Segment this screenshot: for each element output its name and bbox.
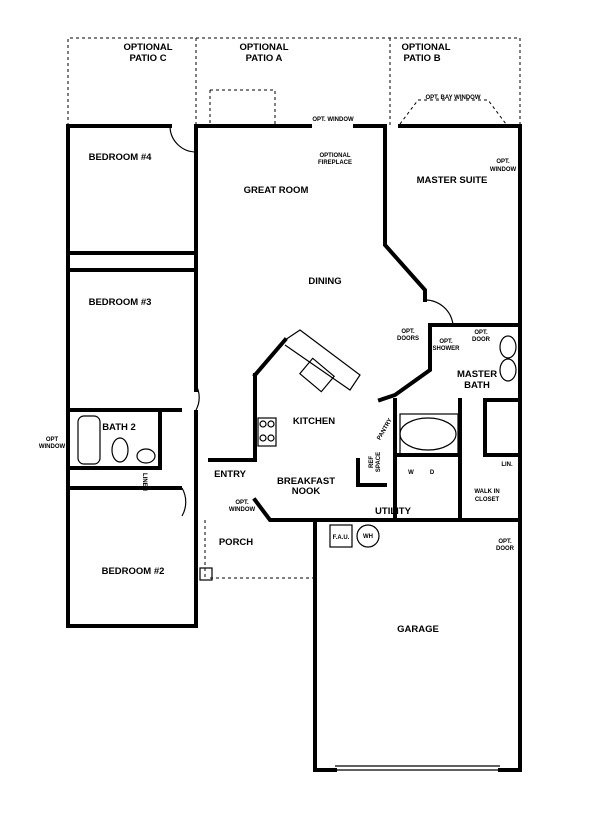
master-bath-label-2: BATH <box>464 380 490 391</box>
water-heater-label: WH <box>363 534 373 540</box>
optional-fireplace-note: OPTIONAL <box>320 153 351 159</box>
opt-doors-note: OPT. <box>401 329 415 335</box>
opt-door-garage-note-2: DOOR <box>496 546 515 552</box>
breakfast-nook-label: BREAKFAST <box>277 476 335 487</box>
opt-door-garage-note: OPT. <box>498 539 512 545</box>
breakfast-nook-label-2: NOOK <box>292 486 321 497</box>
opt-window-top-note: OPT. WINDOW <box>312 117 354 123</box>
ref-space-note-2: SPACE <box>376 452 382 472</box>
utility-label: UTILITY <box>375 506 412 517</box>
patio-c-label: OPTIONAL <box>123 42 172 53</box>
optional-patios <box>67 37 521 126</box>
master-bath-label: MASTER <box>457 369 497 380</box>
porch-label: PORCH <box>219 537 253 548</box>
opt-window-left-note-2: WINDOW <box>39 444 66 450</box>
kitchen-label: KITCHEN <box>293 416 335 427</box>
opt-shower-note-2: SHOWER <box>433 346 461 352</box>
dining-label: DINING <box>308 276 341 287</box>
entry-label: ENTRY <box>214 469 247 480</box>
master-suite-label: MASTER SUITE <box>417 175 488 186</box>
opt-shower-note: OPT. <box>439 339 453 345</box>
opt-window-right-note-2: WINDOW <box>490 167 517 173</box>
great-room-label: GREAT ROOM <box>244 185 309 196</box>
dryer-label: D <box>430 470 435 476</box>
fau-label: F.A.U. <box>333 535 350 541</box>
walk-in-closet-label-2: CLOSET <box>475 497 500 503</box>
walk-in-closet-label: WALK IN <box>474 489 499 495</box>
patio-b-label-2: PATIO B <box>403 53 440 64</box>
opt-door-bath-note: OPT. <box>474 330 488 336</box>
patio-a-label-2: PATIO A <box>246 53 283 64</box>
opt-window-left-note: OPT <box>46 437 59 443</box>
opt-window-entry-note: OPT. <box>235 500 249 506</box>
washer-label: W <box>408 470 414 476</box>
lin-label: LIN. <box>501 462 513 468</box>
opt-window-right-note: OPT. <box>496 159 510 165</box>
bath-2-label: BATH 2 <box>102 422 136 433</box>
fixtures <box>77 125 517 771</box>
garage-label: GARAGE <box>397 624 439 635</box>
patio-b-label: OPTIONAL <box>401 42 450 53</box>
ref-space-note: REF <box>369 456 375 468</box>
opt-bay-window-note: OPT. BAY WINDOW <box>425 95 480 101</box>
patio-a-label: OPTIONAL <box>239 42 288 53</box>
opt-door-bath-note-2: DOOR <box>472 337 491 343</box>
optional-fireplace-note-2: FIREPLACE <box>318 160 352 166</box>
opt-window-entry-note-2: WINDOW <box>229 507 256 513</box>
patio-c-label-2: PATIO C <box>129 53 166 64</box>
walls <box>66 124 522 772</box>
bedroom-3-label: BEDROOM #3 <box>89 297 152 308</box>
linen-label: LINEN <box>141 473 147 491</box>
pantry-note: PANTRY <box>377 418 394 442</box>
opt-doors-note-2: DOORS <box>397 336 419 342</box>
bedroom-2-label: BEDROOM #2 <box>102 566 165 577</box>
bedroom-4-label: BEDROOM #4 <box>89 152 153 163</box>
